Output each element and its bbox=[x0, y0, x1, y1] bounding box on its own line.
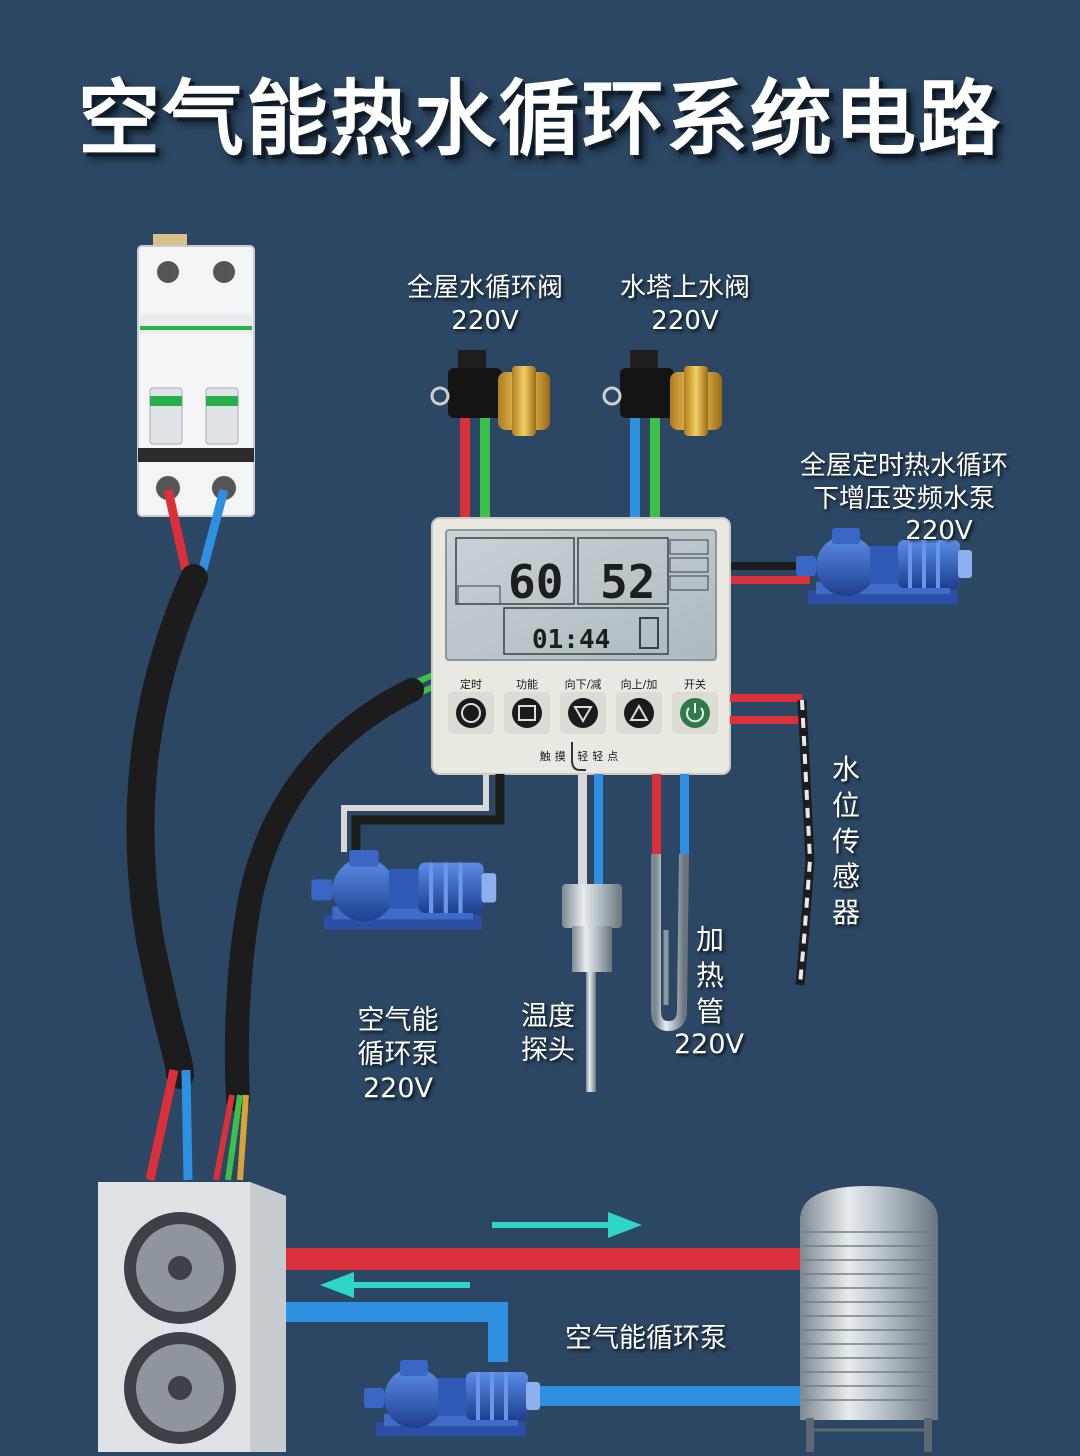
bottom-pump-icon bbox=[364, 1360, 540, 1436]
heater-char-1: 热 bbox=[695, 958, 724, 992]
button-label-function: 功能 bbox=[516, 677, 538, 691]
label-valve-right-name: 水塔上水阀 bbox=[619, 273, 750, 303]
circuit-breaker-icon bbox=[137, 234, 255, 517]
heater-char-2: 管 bbox=[695, 994, 724, 1028]
label-air-pump-line1: 空气能 bbox=[357, 1005, 439, 1036]
booster-pump-wires bbox=[730, 562, 810, 584]
flow-arrow-left bbox=[320, 1272, 470, 1298]
label-valve-right: 水塔上水阀 220V bbox=[600, 272, 770, 337]
valve-left-icon bbox=[430, 350, 550, 436]
label-air-pump-line2: 循环泵 bbox=[357, 1038, 439, 1070]
label-water-level-sensor: 水 位 传 感 器 bbox=[826, 752, 866, 931]
label-booster-pump-line1: 全屋定时热水循环 bbox=[799, 451, 1008, 481]
controller-unit: 60 52 01:44 定时 功能 向下/减 向上/加 开关 触摸 轻轻点 bbox=[431, 517, 731, 775]
label-booster-pump: 全屋定时热水循环 下增压变频水泵 220V bbox=[776, 450, 1032, 548]
valve-wires bbox=[460, 418, 660, 518]
mains-cable bbox=[126, 488, 229, 1181]
label-temp-probe-line1: 温度 bbox=[521, 1001, 575, 1032]
sensor-char-3: 感 bbox=[831, 860, 860, 894]
down-button[interactable] bbox=[568, 698, 598, 728]
button-label-up: 向上/加 bbox=[621, 677, 658, 691]
sensor-char-4: 器 bbox=[831, 896, 860, 930]
lcd-left-temp: 60 bbox=[508, 555, 563, 609]
water-pipes bbox=[286, 1248, 806, 1406]
label-bottom-pump: 空气能循环泵 bbox=[565, 1323, 727, 1354]
label-temp-probe-line2: 探头 bbox=[521, 1034, 575, 1066]
sensor-char-1: 位 bbox=[831, 788, 860, 822]
controller-buttons bbox=[448, 692, 718, 734]
water-tank-icon bbox=[800, 1186, 938, 1452]
sensor-char-2: 传 bbox=[831, 824, 860, 858]
temperature-probe-icon bbox=[562, 884, 622, 1092]
touch-hand-icon bbox=[571, 742, 586, 771]
timer-button[interactable] bbox=[456, 698, 486, 728]
page-title: 空气能热水循环系统电路 bbox=[77, 72, 1002, 167]
air-pump-icon bbox=[311, 850, 497, 930]
function-button[interactable] bbox=[512, 698, 542, 728]
heater-char-0: 加 bbox=[695, 923, 724, 956]
button-label-timer: 定时 bbox=[460, 677, 482, 691]
flow-arrow-right bbox=[492, 1212, 642, 1238]
label-heater-voltage: 220V bbox=[673, 1029, 744, 1060]
label-valve-left: 全屋水循环阀 220V bbox=[388, 272, 582, 337]
button-label-power: 开关 bbox=[684, 677, 706, 691]
level-sensor-wire bbox=[730, 694, 815, 986]
lcd-right-temp: 52 bbox=[600, 555, 655, 609]
label-temp-probe: 温度 探头 bbox=[506, 1000, 590, 1068]
label-valve-left-voltage: 220V bbox=[451, 305, 519, 336]
controller-bottom-wires bbox=[341, 774, 689, 886]
sensor-char-0: 水 bbox=[831, 753, 860, 786]
controller-footer: 触摸 轻轻点 bbox=[540, 749, 623, 763]
label-booster-pump-line2: 下增压变频水泵 bbox=[812, 483, 995, 514]
button-label-down: 向下/减 bbox=[565, 677, 602, 691]
label-air-pump-line3: 220V bbox=[362, 1072, 433, 1104]
label-valve-left-name: 全屋水循环阀 bbox=[406, 273, 563, 303]
label-booster-pump-voltage: 220V bbox=[905, 516, 973, 546]
label-valve-right-voltage: 220V bbox=[651, 305, 719, 336]
up-button[interactable] bbox=[624, 698, 654, 728]
heat-pump-unit-icon bbox=[98, 1182, 286, 1452]
label-air-pump: 空气能 循环泵 220V bbox=[340, 1004, 456, 1105]
valve-right-icon bbox=[602, 350, 722, 436]
label-heater: 加 热 管 bbox=[690, 922, 730, 1029]
heater-tube-icon bbox=[651, 853, 689, 1032]
lcd-clock: 01:44 bbox=[532, 625, 610, 655]
